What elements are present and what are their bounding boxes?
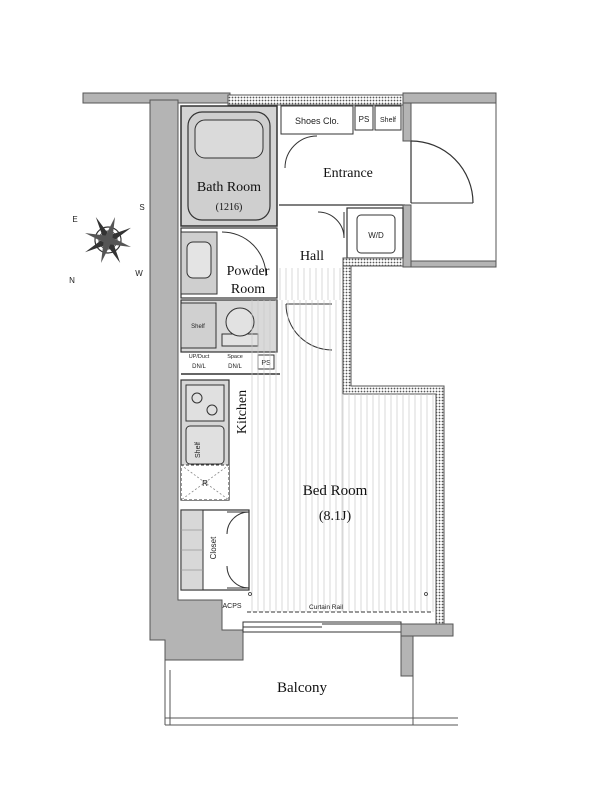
- washer: [356, 214, 396, 254]
- compass-e: E: [72, 215, 77, 224]
- kitchen-label: Kitchen: [235, 390, 250, 434]
- right-partition: [402, 204, 412, 268]
- powder-door-swing: [221, 231, 267, 277]
- powder-room-label-1: Powder: [227, 264, 270, 279]
- top-wall-right: [402, 92, 497, 104]
- bath-room-size: (1216): [216, 202, 243, 213]
- entry-wall-upper: [402, 102, 412, 142]
- sink: [185, 425, 225, 465]
- compass-n: N: [69, 276, 75, 285]
- powder-room-label-2: Room: [231, 282, 265, 297]
- powder-entry-door: [285, 303, 333, 351]
- ps-top-box: [354, 105, 374, 131]
- closet-label: Closet: [209, 536, 218, 559]
- bathtub-inner: [194, 119, 264, 159]
- balcony-label: Balcony: [277, 680, 327, 696]
- compass-w: W: [135, 269, 143, 278]
- ps-top-label: PS: [359, 115, 370, 124]
- bottom-right-wall: [400, 623, 454, 637]
- burner-2: [206, 404, 218, 416]
- right-corridor-wall: [410, 260, 497, 268]
- dn-left-label: DN/L: [192, 364, 206, 370]
- up-duct-label: UP/Duct: [189, 354, 210, 360]
- bedroom-dotted-wall: [342, 257, 445, 625]
- hall-label: Hall: [300, 249, 324, 264]
- bath-room-label: Bath Room: [197, 180, 261, 195]
- shelf-top-label: Shelf: [380, 117, 396, 124]
- powder-shelf-label: Shelf: [191, 324, 205, 330]
- compass-rose-icon: [85, 217, 131, 263]
- entry-door-swing: [410, 140, 474, 204]
- fridge-label: R: [202, 479, 208, 488]
- compass-s: S: [139, 203, 144, 212]
- bottom-right-pillar: [400, 635, 414, 677]
- fridge-x2: [180, 464, 230, 501]
- washer-label: W/D: [368, 231, 384, 240]
- shoes-door-swing: [284, 135, 318, 169]
- hall-bedroom-partition: [342, 257, 404, 267]
- dn-right-label: DN/L: [228, 364, 242, 370]
- curtain-rail-label: Curtain Rail: [309, 604, 344, 611]
- stove: [185, 384, 225, 422]
- kitchen-shelf-label: Shelf: [195, 442, 202, 458]
- rail-end-left: [248, 592, 252, 596]
- washbasin: [186, 241, 212, 279]
- ps-mid-label: PS: [261, 360, 271, 367]
- bedroom-label: Bed Room: [303, 483, 368, 499]
- burner-1: [191, 392, 203, 404]
- acps-label: ACPS: [222, 603, 241, 610]
- top-wall-dotted: [227, 94, 404, 106]
- bedroom-size: (8.1J): [319, 509, 352, 524]
- shelf-top-box: [374, 105, 402, 131]
- toilet-bowl: [225, 307, 255, 337]
- hall-door-swing: [317, 211, 345, 239]
- entrance-label: Entrance: [323, 166, 373, 181]
- shoes-closet-label: Shoes Clo.: [295, 116, 339, 126]
- rail-end-right: [424, 592, 428, 596]
- shelf-box: [180, 302, 217, 349]
- shoes-closet: [280, 105, 354, 135]
- bedroom-floor: [251, 268, 434, 612]
- space-label: Space: [227, 354, 243, 360]
